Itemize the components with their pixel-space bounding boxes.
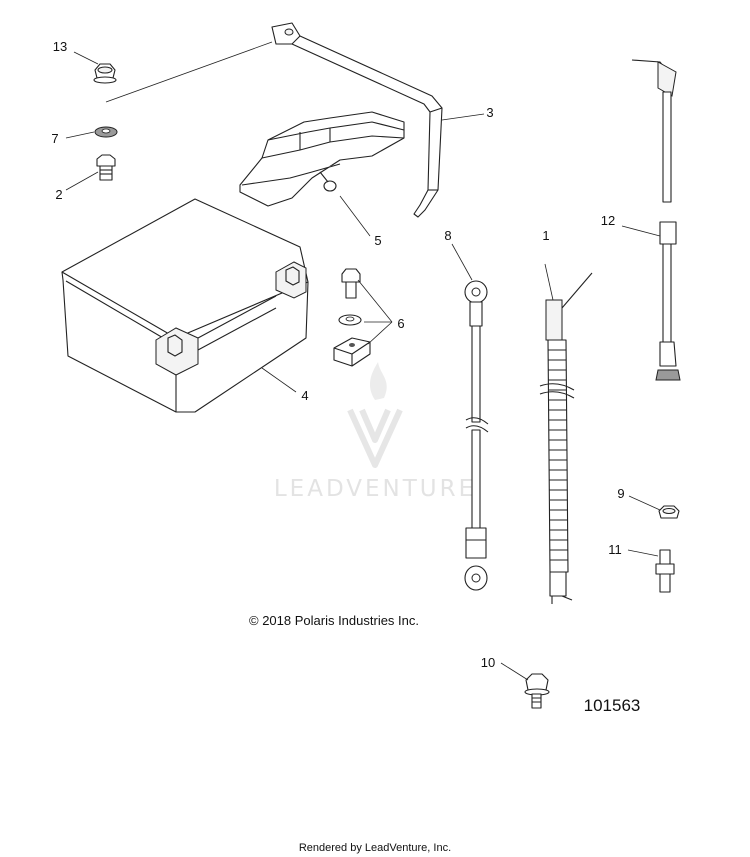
- part-4-battery[interactable]: [61, 198, 309, 413]
- callout-1: 1: [542, 228, 549, 243]
- part-9-nut[interactable]: [658, 505, 680, 519]
- callout-6: 6: [397, 316, 404, 331]
- watermark: LEADVENTURE: [274, 362, 476, 502]
- callout-2: 2: [55, 187, 62, 202]
- watermark-logo-icon: [347, 362, 403, 468]
- callout-7: 7: [51, 131, 58, 146]
- callout-11: 11: [608, 542, 622, 557]
- part-7-washer[interactable]: [94, 126, 118, 138]
- callout-8: 8: [444, 228, 451, 243]
- part-3-bracket[interactable]: [271, 22, 443, 218]
- part-5-plate[interactable]: [239, 111, 405, 207]
- callout-4: 4: [301, 388, 308, 403]
- part-12-fuse-wire[interactable]: [631, 59, 681, 381]
- callout-labels: 13 7 2 3 5 4 6 8 1 12 9 11 10: [51, 39, 624, 670]
- part-11-stud[interactable]: [655, 549, 675, 593]
- callout-3: 3: [486, 105, 493, 120]
- copyright-text: © 2018 Polaris Industries Inc.: [249, 613, 419, 628]
- leader-lines: [65, 41, 661, 681]
- callout-10: 10: [481, 655, 495, 670]
- callout-13: 13: [53, 39, 67, 54]
- watermark-text: LEADVENTURE: [274, 476, 476, 502]
- figure-number: 101563: [584, 696, 641, 715]
- footer-text: Rendered by LeadVenture, Inc.: [299, 842, 451, 854]
- part-2-bolt[interactable]: [96, 154, 116, 181]
- callout-12: 12: [601, 213, 615, 228]
- part-8-cable[interactable]: [464, 280, 489, 591]
- callout-5: 5: [374, 233, 381, 248]
- callout-9: 9: [617, 486, 624, 501]
- part-6-hardware[interactable]: [333, 268, 371, 367]
- part-1-harness[interactable]: [539, 272, 593, 604]
- part-10-bolt[interactable]: [524, 673, 550, 709]
- part-13-nut[interactable]: [93, 63, 117, 84]
